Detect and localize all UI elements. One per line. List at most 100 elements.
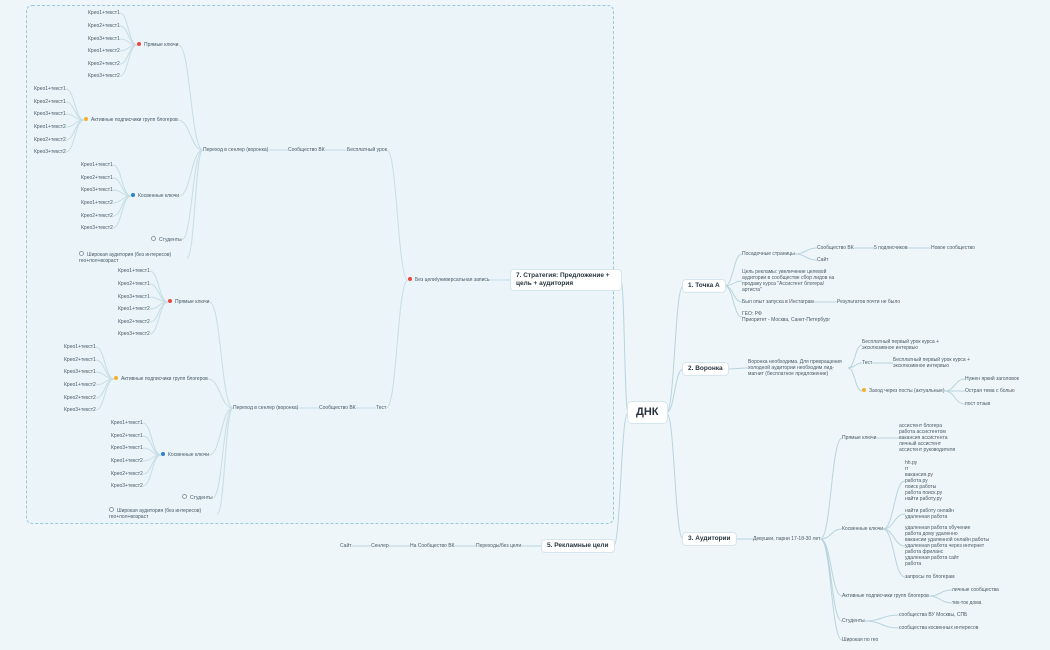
to-senler-node-label: Переход в сенлер (воронка) xyxy=(203,147,269,153)
funnel-node[interactable]: 2. Воронка xyxy=(683,363,728,375)
l-ik-2[interactable]: Крео2+текст1 xyxy=(111,433,143,439)
u-as-2[interactable]: Крео2+текст1 xyxy=(34,99,66,105)
funnel-needed-node[interactable]: Воронка необходима. Для превращения холо… xyxy=(748,359,848,377)
broad-node[interactable]: Широкая аудитория (без интересов) гео+по… xyxy=(79,251,187,264)
aud-direct-list[interactable]: ассистент блогера работа ассистентом вак… xyxy=(899,423,969,453)
aud-indirect-list1[interactable]: hh.ру rr вакансия.ру работа.ру поиск раб… xyxy=(905,460,965,502)
u-ik-5[interactable]: Крео2+текст2 xyxy=(81,213,113,219)
ad-site-node[interactable]: Сайт xyxy=(340,543,352,549)
aud-broad-node[interactable]: Широкая по гео xyxy=(842,637,878,643)
l-dk-2[interactable]: Крео2+текст1 xyxy=(118,281,150,287)
vk-community-2-node[interactable]: Сообщество ВК xyxy=(319,405,356,411)
aud-active-node[interactable]: Активные подписчики групп блогеров xyxy=(842,593,929,599)
test-node[interactable]: Тест xyxy=(376,405,386,411)
direct-keys-2-node[interactable]: Прямые ключи xyxy=(168,298,209,305)
transitions-node[interactable]: Переходы/без цели xyxy=(476,543,521,549)
u-ik-1[interactable]: Крео1+текст1 xyxy=(81,162,113,168)
l-dk-5[interactable]: Крео2+текст2 xyxy=(118,319,150,325)
review-node[interactable]: пост отзыв xyxy=(965,401,990,407)
l-ik-4[interactable]: Крео1+текст2 xyxy=(111,458,143,464)
l-dk-6[interactable]: Крео3+текст2 xyxy=(118,331,150,337)
connector-target-node-aud-broad-node xyxy=(819,538,843,641)
l-ik-3[interactable]: Крео3+текст1 xyxy=(111,445,143,451)
u-ik-6[interactable]: Крео3+текст2 xyxy=(81,225,113,231)
l-dk-4[interactable]: Крео1+текст2 xyxy=(118,306,150,312)
instagram-node[interactable]: Был опыт запуска в Инстаграм xyxy=(742,299,814,305)
l-dk-3[interactable]: Крео3+текст1 xyxy=(118,294,150,300)
broad-2-node[interactable]: Широкая аудитория (без интересов) гео+по… xyxy=(109,507,217,520)
u-as-1-label: Крео1+текст1 xyxy=(34,86,66,92)
l-as-5[interactable]: Крео2+текст2 xyxy=(64,395,96,401)
students-node[interactable]: Студенты xyxy=(151,236,182,243)
indirect-keys-node[interactable]: Косвенные ключи xyxy=(131,192,179,199)
results-node[interactable]: Результатов почти не было xyxy=(837,299,900,305)
l-ik-6[interactable]: Крео3+текст2 xyxy=(111,483,143,489)
u-ik-3[interactable]: Крео3+текст1 xyxy=(81,187,113,193)
u-as-5[interactable]: Крео2+текст2 xyxy=(34,137,66,143)
u-dk-4[interactable]: Крео1+текст2 xyxy=(88,48,120,54)
to-vk-node[interactable]: На Сообщество ВК xyxy=(410,543,454,549)
u-ik-4[interactable]: Крео1+текст2 xyxy=(81,200,113,206)
l-as-4[interactable]: Крео1+текст2 xyxy=(64,382,96,388)
aud-personal-node[interactable]: личные сообщества xyxy=(952,587,999,593)
aud-students-node[interactable]: Студенты xyxy=(842,618,865,624)
aud-indirect-node[interactable]: Косвенные ключи xyxy=(842,526,883,532)
students-2-node[interactable]: Студенты xyxy=(182,494,213,501)
direct-keys-node[interactable]: Прямые ключи xyxy=(137,41,178,48)
u-as-3[interactable]: Крео3+текст1 xyxy=(34,111,66,117)
to-senler-node[interactable]: Переход в сенлер (воронка) xyxy=(203,147,268,153)
funnel-test-node[interactable]: Тест xyxy=(862,360,872,366)
to-senler-2-node[interactable]: Переход в сенлер (воронка) xyxy=(233,405,298,411)
point-a-site-node[interactable]: Сайт xyxy=(817,257,829,263)
geo-node[interactable]: ГЕО: РФ Приоритет - Москва, Санкт-Петерб… xyxy=(742,311,842,323)
aud-tiktok-node[interactable]: тик-ток дома xyxy=(952,600,981,606)
indirect-keys-2-node[interactable]: Косвенные ключи xyxy=(161,451,209,458)
u-dk-6[interactable]: Крео3+текст2 xyxy=(88,73,120,79)
u-dk-3[interactable]: Крео3+текст1 xyxy=(88,36,120,42)
free-lesson-node[interactable]: Бесплатный урок xyxy=(347,147,387,153)
bright-headline-node[interactable]: Нужен яркий заголовок xyxy=(965,376,1019,382)
without-goal-node[interactable]: Без цели/универсальная запись xyxy=(408,276,490,283)
active-subs-2-node[interactable]: Активные подписчики групп блогеров xyxy=(114,375,208,382)
u-dk-5[interactable]: Крео2+текст2 xyxy=(88,61,120,67)
ad-senler-node[interactable]: Сенлер xyxy=(371,543,389,549)
active-subs-node[interactable]: Активные подписчики групп блогеров xyxy=(84,116,178,123)
landing-node[interactable]: Посадочные страницы xyxy=(742,251,795,257)
u-dk-1[interactable]: Крео1+текст1 xyxy=(88,10,120,16)
aud-indirect-list3[interactable]: удаленная работа обучение работа дому уд… xyxy=(905,525,995,567)
l-as-3[interactable]: Крео3+текст1 xyxy=(64,369,96,375)
u-ik-2[interactable]: Крео2+текст1 xyxy=(81,175,113,181)
l-as-1[interactable]: Крео1+текст1 xyxy=(64,344,96,350)
vk-community-node[interactable]: Сообщество ВК xyxy=(288,147,325,153)
free-first-node[interactable]: Бесплатный первый урок курса + эксклюзив… xyxy=(862,339,952,351)
point-a-vk-node[interactable]: Сообщество ВК xyxy=(817,245,854,251)
l-dk-1[interactable]: Крео1+текст1 xyxy=(118,268,150,274)
u-as-4[interactable]: Крео1+текст2 xyxy=(34,124,66,130)
l-ik-5-label: Крео2+текст2 xyxy=(111,471,143,477)
entry-node[interactable]: Заход через посты (актуальные) xyxy=(862,387,945,394)
l-as-6[interactable]: Крео3+текст2 xyxy=(64,407,96,413)
pain-node[interactable]: Острая тема с болью xyxy=(965,388,1015,394)
strategy-node[interactable]: 7. Стратегия: Предложение + цель + аудит… xyxy=(511,270,621,290)
ad-goals-node[interactable]: 5. Рекламные цели xyxy=(542,540,614,552)
root-node[interactable]: ДНК xyxy=(628,402,667,423)
aud-requests-node[interactable]: запросы по блогерам xyxy=(905,574,955,580)
target-node[interactable]: Девушки, парни 17-18-30 лет xyxy=(753,536,820,542)
aud-vu-node[interactable]: сообщества ВУ Москвы, СПБ xyxy=(899,612,967,618)
ad-goal-node[interactable]: Цель рекламы: увеличение целевой аудитор… xyxy=(742,269,842,293)
aud-indirect-comm-node[interactable]: сообщества косвенных интересов xyxy=(899,625,978,631)
aud-indirect-list2[interactable]: найти работу онлайн удаленная работа xyxy=(905,508,975,520)
u-as-1[interactable]: Крео1+текст1 xyxy=(34,86,66,92)
new-community-node[interactable]: Новое сообщество xyxy=(931,245,975,251)
point-a-node[interactable]: 1. Точка А xyxy=(683,280,725,292)
free-second-node[interactable]: Бесплатный первый урок курса + эксклюзив… xyxy=(893,357,983,369)
subs-node[interactable]: 5 подписчиков xyxy=(874,245,908,251)
u-as-6[interactable]: Крео3+текст2 xyxy=(34,149,66,155)
l-ik-1[interactable]: Крео1+текст1 xyxy=(111,420,143,426)
l-ik-5[interactable]: Крео2+текст2 xyxy=(111,471,143,477)
aud-direct-node[interactable]: Прямые ключи xyxy=(842,435,876,441)
audiences-node[interactable]: 3. Аудитории xyxy=(683,533,736,545)
l-as-2[interactable]: Крео2+текст1 xyxy=(64,357,96,363)
u-dk-2[interactable]: Крео2+текст1 xyxy=(88,23,120,29)
